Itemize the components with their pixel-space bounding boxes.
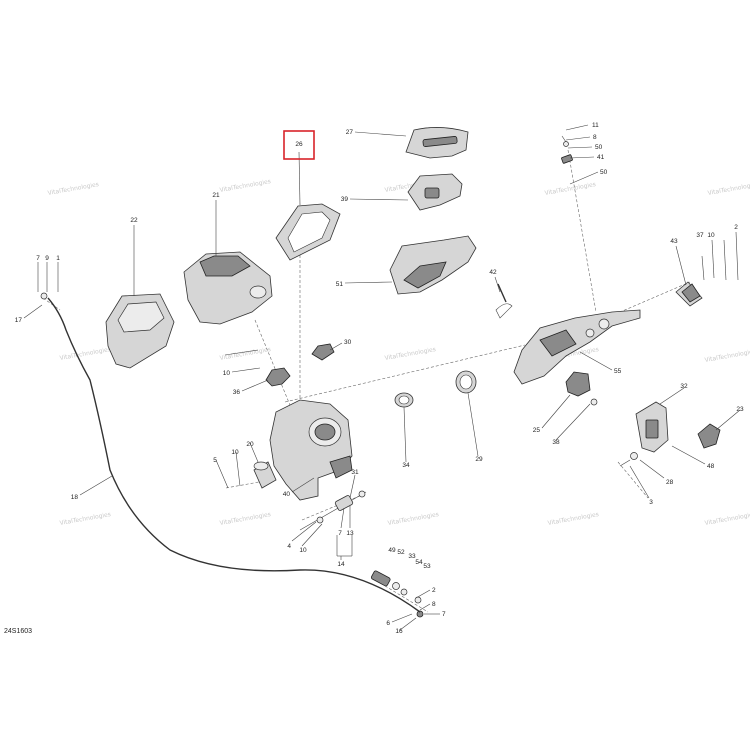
part-hardware-right: [619, 452, 638, 467]
part-30-bracket: [311, 343, 335, 361]
watermark: VitalTechnologies: [59, 346, 111, 362]
label-6: 6: [386, 620, 390, 627]
label-30: 30: [344, 339, 352, 346]
label-37: 37: [696, 232, 704, 239]
label-7-c: 7: [442, 611, 446, 618]
watermark: VitalTechnologies: [544, 181, 596, 197]
label-9: 9: [45, 255, 49, 262]
part-40-gauge-housing: [269, 399, 353, 501]
label-26: 26: [295, 141, 303, 148]
label-48: 48: [707, 463, 715, 470]
part-27-top-cover: [405, 127, 469, 159]
label-25: 25: [533, 427, 541, 434]
watermark: VitalTechnologies: [704, 511, 750, 527]
part-cable-fittings-center: [299, 490, 367, 531]
watermark: VitalTechnologies: [219, 511, 271, 527]
label-36: 36: [233, 389, 241, 396]
part-51-shroud: [389, 235, 477, 295]
part-43-boot: [675, 281, 703, 307]
label-18: 18: [71, 494, 79, 501]
label-1: 1: [56, 255, 60, 262]
label-42: 42: [489, 269, 497, 276]
label-43: 43: [670, 238, 678, 245]
part-32-bracket: [635, 401, 669, 453]
label-10-c: 10: [231, 449, 239, 456]
label-53: 53: [423, 563, 431, 570]
part-labels: 26 27 39 51 11 8 50 41 50 21 22 7 9 1 17…: [15, 122, 744, 635]
label-5: 5: [213, 457, 217, 464]
part-29-ring: [455, 370, 477, 394]
label-49: 49: [388, 547, 396, 554]
label-10-b: 10: [223, 370, 231, 377]
label-17: 17: [15, 317, 23, 324]
label-55: 55: [614, 368, 622, 375]
part-18-throttle-cable: [40, 292, 421, 613]
part-39-cover: [407, 173, 463, 211]
part-20-sleeve: [253, 461, 277, 489]
label-34: 34: [402, 462, 410, 469]
label-31: 31: [351, 469, 359, 476]
label-13: 13: [346, 530, 354, 537]
label-2-b: 2: [432, 587, 436, 594]
watermark: VitalTechnologies: [47, 181, 99, 197]
label-51: 51: [336, 281, 344, 288]
part-55-steering-column: [513, 309, 641, 385]
label-22: 22: [130, 217, 138, 224]
label-10: 10: [707, 232, 715, 239]
part-36-clamp: [265, 367, 291, 387]
watermark: VitalTechnologies: [59, 511, 111, 527]
label-52: 52: [397, 549, 405, 556]
watermark: VitalTechnologies: [219, 346, 271, 362]
label-10-d: 10: [299, 547, 307, 554]
watermark: VitalTechnologies: [704, 348, 750, 364]
label-7-b: 7: [338, 530, 342, 537]
watermark: VitalTechnologies: [384, 346, 436, 362]
part-21-console-housing: [183, 251, 273, 325]
part-23-switch: [697, 423, 721, 449]
watermark: VitalTechnologies: [387, 511, 439, 527]
leader-lines: [23, 124, 741, 631]
label-41: 41: [597, 154, 605, 161]
label-4: 4: [287, 543, 291, 550]
label-8-b: 8: [432, 601, 436, 608]
label-50: 50: [595, 144, 603, 151]
part-hardware-top-right: [561, 135, 573, 164]
label-8: 8: [593, 134, 597, 141]
label-2: 2: [734, 224, 738, 231]
highlight-box: [283, 130, 315, 160]
part-22-console-tray: [105, 293, 175, 369]
label-21: 21: [212, 192, 220, 199]
label-20: 20: [246, 441, 254, 448]
label-54: 54: [415, 559, 423, 566]
label-7: 7: [36, 255, 40, 262]
part-26-console-frame: [275, 203, 341, 261]
label-16: 16: [395, 628, 403, 635]
part-34-ring: [394, 392, 414, 408]
part-cable-fittings-lower: [371, 570, 424, 618]
label-27: 27: [346, 129, 354, 136]
diagram-code: 24S1603: [4, 628, 32, 635]
label-32: 32: [680, 383, 688, 390]
label-28: 28: [666, 479, 674, 486]
label-39: 39: [341, 196, 349, 203]
label-33: 33: [408, 553, 416, 560]
assembly-axes: [42, 149, 691, 613]
label-38: 38: [552, 439, 560, 446]
label-11: 11: [592, 122, 599, 129]
label-14: 14: [337, 561, 345, 568]
part-42-clip: [495, 283, 513, 319]
label-50-b: 50: [600, 169, 608, 176]
label-29: 29: [475, 456, 483, 463]
watermark: VitalTechnologies: [547, 511, 599, 527]
watermark: VitalTechnologies: [219, 178, 271, 194]
watermark: VitalTechnologies: [707, 181, 750, 197]
label-3: 3: [649, 499, 653, 506]
part-25-knob: [565, 371, 598, 406]
label-40: 40: [283, 491, 291, 498]
label-23: 23: [736, 406, 744, 413]
